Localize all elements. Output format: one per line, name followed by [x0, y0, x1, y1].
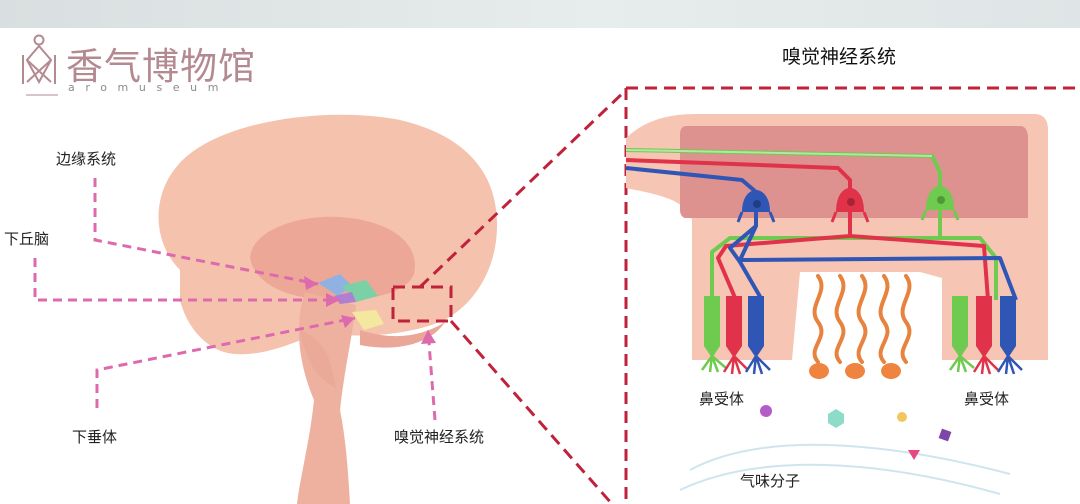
mitral-cells [736, 186, 960, 224]
odor-molecules [679, 405, 1011, 495]
cilia [812, 274, 912, 364]
brain-illustration [158, 114, 498, 504]
label-receptors-right: 鼻受体 [964, 390, 1010, 408]
pointer-lines [33, 178, 437, 421]
logo-subtitle: aromuseum [68, 81, 230, 94]
label-pituitary: 下垂体 [72, 428, 118, 446]
receptor-cells-left [700, 296, 771, 375]
top-bar [0, 0, 1080, 28]
label-odor-molecules: 气味分子 [740, 472, 801, 490]
zoom-indicator [391, 86, 1080, 504]
label-limbic-system: 边缘系统 [56, 150, 117, 168]
label-receptors-left: 鼻受体 [699, 390, 745, 408]
cilia-bulbs [809, 363, 901, 379]
receptor-cells-right [948, 296, 1023, 375]
diagram-title: 嗅觉神经系统 [782, 46, 897, 68]
logo-name: 香气博物馆 [66, 45, 256, 88]
label-hypothalamus: 下丘脑 [4, 230, 50, 248]
label-olfactory-system: 嗅觉神经系统 [394, 428, 485, 446]
